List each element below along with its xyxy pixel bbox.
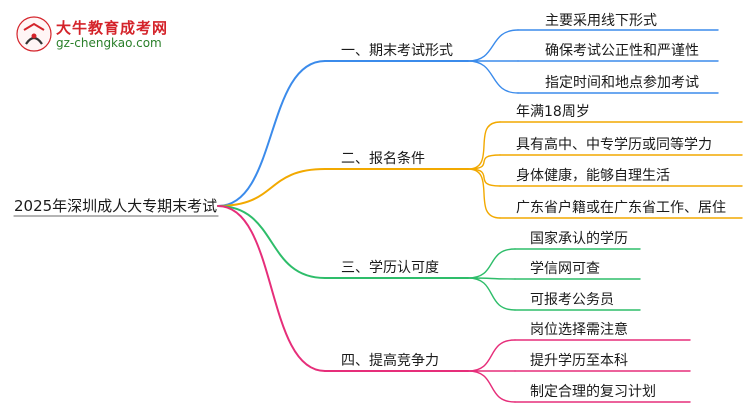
root-node: 2025年深圳成人大专期末考试 [14,197,218,215]
branch-connector-4 [217,205,326,372]
leaf-residence: 广东省户籍或在广东省工作、居住 [516,200,726,216]
logo-mark-icon [16,16,52,52]
leaf-connector-3-3 [467,277,516,311]
branch-connector-1 [217,60,326,207]
leaf-job-choice: 岗位选择需注意 [530,322,628,338]
leaf-fairness: 确保考试公正性和严谨性 [545,43,699,59]
branch-exam-format: 一、期末考试形式 [341,43,453,59]
leaf-connector-1-1 [467,29,519,62]
leaf-age: 年满18周岁 [516,104,590,120]
logo-url: gz-chengkao.com [56,36,162,50]
leaf-study-plan: 制定合理的复习计划 [530,384,656,400]
leaf-connector-4-1 [467,339,516,372]
leaf-connector-4-3 [467,370,516,403]
branch-competitiveness: 四、提高竞争力 [341,353,439,369]
leaf-connector-1-3 [467,60,519,94]
leaf-connector-2-3 [467,168,501,187]
leaf-connector-3-2 [467,277,516,280]
leaf-upgrade-degree: 提升学历至本科 [530,353,628,369]
leaf-national-recognition: 国家承认的学历 [530,231,628,247]
leaf-time-place: 指定时间和地点参加考试 [545,75,699,91]
branch-registration: 二、报名条件 [341,151,425,167]
site-logo[interactable]: 大牛教育成考网 gz-chengkao.com [16,14,169,54]
branch-recognition: 三、学历认可度 [341,260,439,276]
branch-connector-3 [217,205,326,279]
leaf-chsi-verifiable: 学信网可查 [530,261,600,277]
leaf-connector-3-1 [467,248,516,279]
leaf-offline-format: 主要采用线下形式 [545,13,657,29]
logo-title: 大牛教育成考网 [56,19,169,37]
leaf-civil-service: 可报考公务员 [530,292,614,308]
leaf-connector-2-2 [467,154,501,170]
branch-connector-2 [217,168,326,207]
leaf-education: 具有高中、中专学历或同等学力 [516,137,712,153]
leaf-connector-2-1 [467,121,501,170]
leaf-connector-2-4 [467,168,501,219]
leaf-health: 身体健康，能够自理生活 [516,168,670,184]
